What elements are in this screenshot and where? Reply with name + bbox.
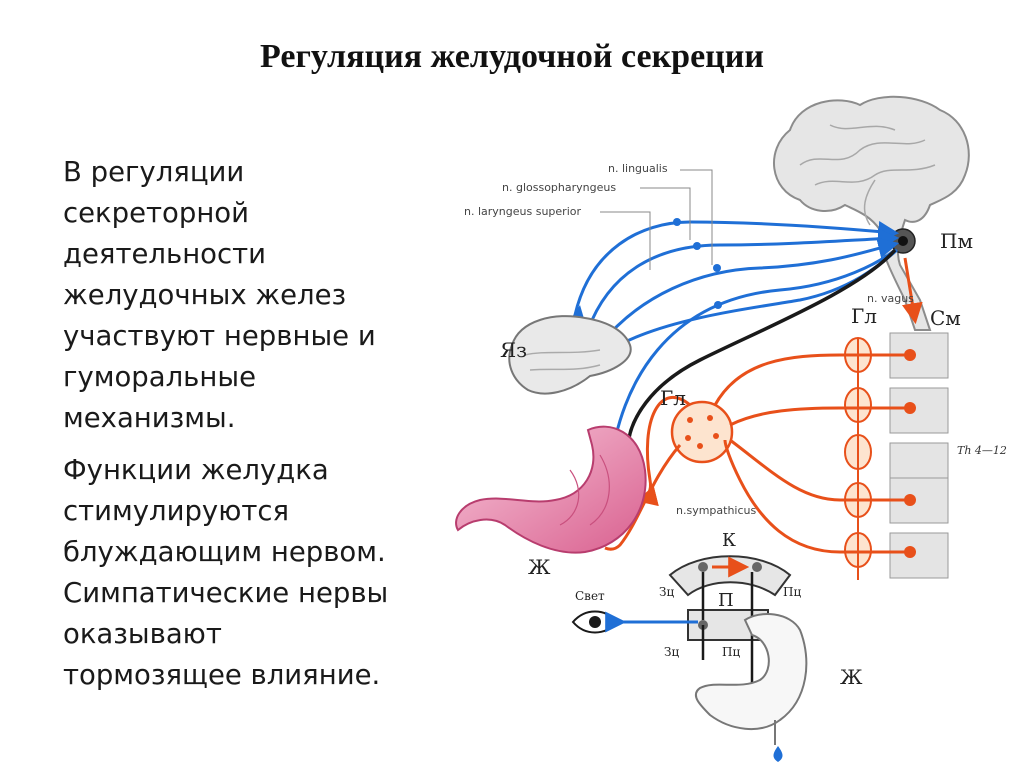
label-n-sympathicus: n.sympathicus <box>676 504 757 517</box>
label-leaders <box>600 169 713 270</box>
text-line: стимулируются <box>63 495 290 527</box>
spinal-neurons <box>904 349 916 558</box>
spinal-cord <box>889 332 949 579</box>
page-title: Регуляция желудочной секреции <box>260 38 764 75</box>
label-pc-bottom: Пц <box>722 645 740 659</box>
label-yaz: Яз <box>500 338 527 362</box>
label-th: Th 4—12 <box>957 444 1007 457</box>
text-line: Симпатические нервы <box>63 577 389 609</box>
eye-icon <box>571 610 619 634</box>
text-line: деятельности <box>63 238 267 270</box>
vagus-nerve <box>626 248 897 446</box>
label-gl-top: Гл <box>851 304 877 328</box>
label-svet: Свет <box>575 589 605 603</box>
sympathetic-fibers <box>604 257 923 554</box>
text-line: блуждающим нервом. <box>63 536 386 568</box>
label-p: П <box>718 590 734 611</box>
text-line: гуморальные <box>63 361 256 393</box>
label-zc-bottom: Зц <box>664 645 679 659</box>
label-gl-mid: Гл <box>660 386 686 410</box>
label-sm: См <box>930 306 961 330</box>
cortex-arc <box>668 555 792 597</box>
text-line: В регуляции <box>63 156 245 188</box>
text-line: оказывают <box>63 618 222 650</box>
text-line: желудочных желез <box>63 279 347 311</box>
label-n-lingualis: n. lingualis <box>608 162 668 175</box>
label-zh-right: Ж <box>840 665 863 689</box>
medulla-nucleus-core <box>898 236 908 246</box>
label-k: К <box>722 530 736 551</box>
label-pc-top: Пц <box>783 585 801 599</box>
label-zc-top: Зц <box>659 585 674 599</box>
text-line: секреторной <box>63 197 250 229</box>
tongue-illustration <box>508 315 632 395</box>
text-line: участвуют нервные и <box>63 320 376 352</box>
text-line: тормозящее влияние. <box>63 659 381 691</box>
text-line: механизмы. <box>63 402 236 434</box>
paragraph-nervous-humoral: В регуляции секреторной деятельности жел… <box>63 152 376 439</box>
label-pm: Пм <box>940 229 973 253</box>
paragraph-stomach-functions: Функции желудка стимулируются блуждающим… <box>63 450 388 696</box>
ganglion-chain <box>844 337 872 580</box>
label-zh-left: Ж <box>528 555 551 579</box>
celiac-ganglion <box>670 400 734 464</box>
celiac-ganglion-cells <box>685 415 719 449</box>
label-n-vagus: n. vagus <box>867 292 914 305</box>
stomach-illustration <box>455 425 647 554</box>
stomach-secreting-illustration <box>694 613 808 762</box>
text-line: Функции желудка <box>63 454 329 486</box>
label-n-glossopharyngeus: n. glossopharyngeus <box>502 181 616 194</box>
label-n-laryngeus-superior: n. laryngeus superior <box>464 205 581 218</box>
